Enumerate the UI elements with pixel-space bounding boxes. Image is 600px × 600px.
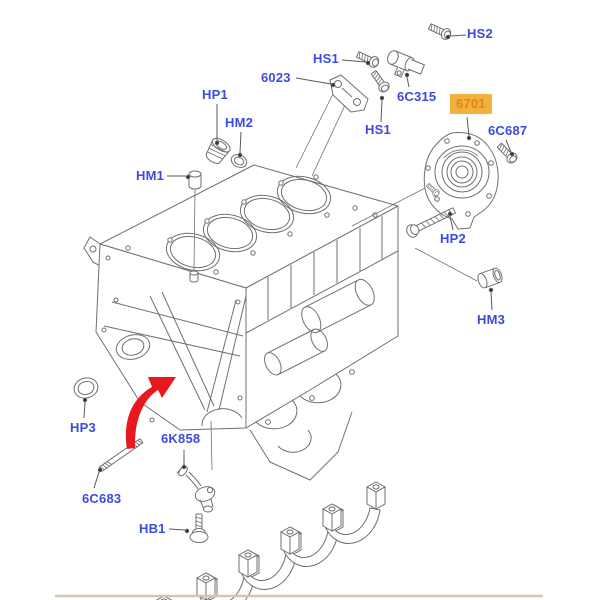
engine-block-drawing <box>83 93 478 481</box>
callout-6023[interactable]: 6023 <box>261 70 291 85</box>
callout-6k858[interactable]: 6K858 <box>161 431 201 446</box>
leader-lines <box>82 34 515 534</box>
part-hp3-seal[interactable] <box>72 375 100 401</box>
part-hb1-bolt[interactable] <box>189 513 209 543</box>
part-6c315-sensor[interactable] <box>383 49 426 83</box>
callout-hm3[interactable]: HM3 <box>477 312 506 327</box>
callout-hp1[interactable]: HP1 <box>202 87 228 102</box>
part-hs1-bolt-lower[interactable] <box>368 68 392 95</box>
callout-6c315[interactable]: 6C315 <box>397 89 437 104</box>
callout-hs1-upper[interactable]: HS1 <box>313 51 339 66</box>
part-hp1-plug[interactable] <box>203 136 233 167</box>
part-hm1-cap[interactable] <box>188 170 202 190</box>
callout-6701-highlighted[interactable]: 6701 <box>450 94 492 114</box>
part-6023-bracket[interactable] <box>329 74 369 113</box>
part-6k858-sensor[interactable] <box>176 464 217 513</box>
callout-6c687[interactable]: 6C687 <box>488 123 528 138</box>
part-hp2-bolt[interactable] <box>405 205 457 239</box>
part-hm3-bushing[interactable] <box>476 267 504 289</box>
part-6c687-bolt[interactable] <box>494 140 520 166</box>
callout-hs1-lower[interactable]: HS1 <box>365 122 391 137</box>
callout-hp3[interactable]: HP3 <box>70 420 96 435</box>
part-hs1-bolt-upper[interactable] <box>354 48 381 70</box>
callout-hb1[interactable]: HB1 <box>139 521 166 536</box>
install-direction-arrow <box>125 377 176 449</box>
callout-hp2[interactable]: HP2 <box>440 231 466 246</box>
main-bearing-caps[interactable] <box>154 481 386 600</box>
callout-hm1[interactable]: HM1 <box>136 168 165 183</box>
part-6701-seal-retainer[interactable] <box>423 132 499 230</box>
callout-hm2[interactable]: HM2 <box>225 115 254 130</box>
callout-6c683[interactable]: 6C683 <box>82 491 122 506</box>
part-6c683-stud[interactable] <box>98 438 144 472</box>
callout-hs2[interactable]: HS2 <box>467 26 493 41</box>
part-hm2-seal-ring[interactable] <box>229 152 249 170</box>
